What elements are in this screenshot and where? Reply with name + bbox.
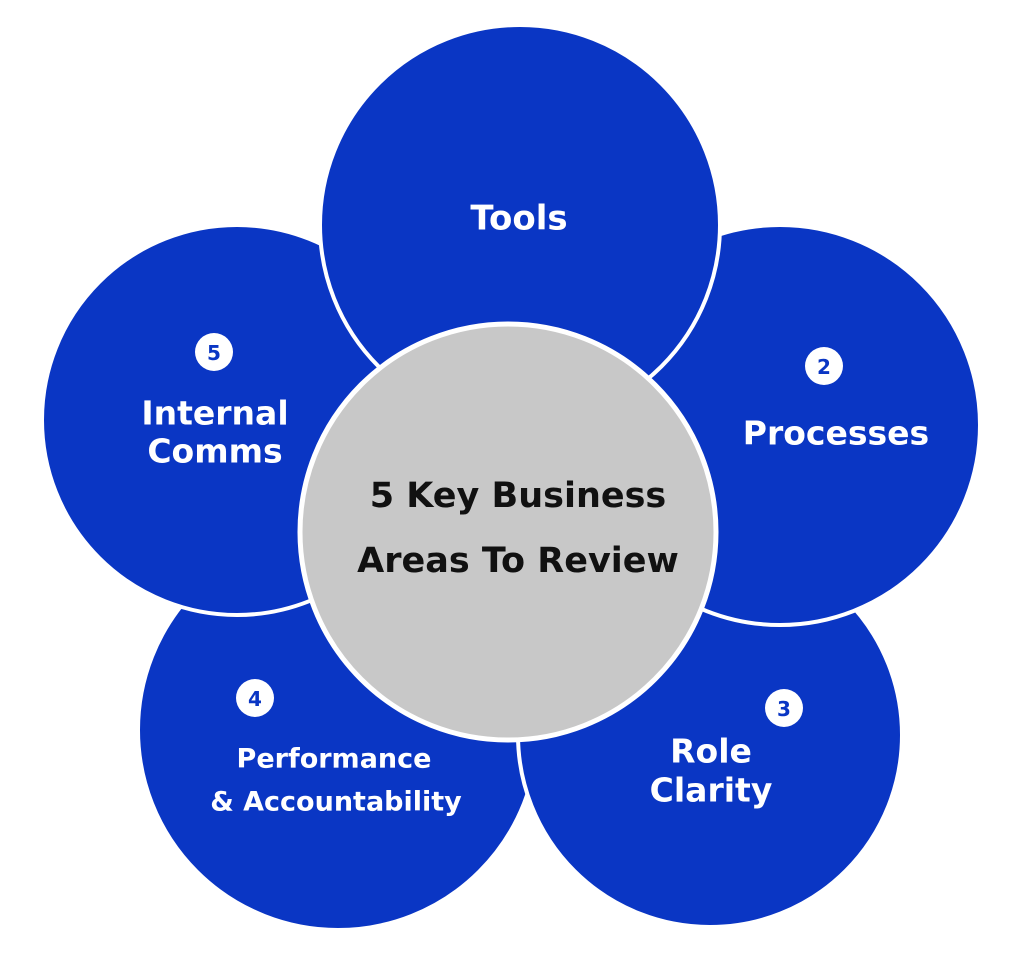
center-circle (297, 321, 719, 743)
badge-circle-processes (805, 347, 843, 385)
center-title-line1: 5 Key Business (370, 476, 667, 516)
badge-internal-comms: 5 (195, 333, 233, 371)
area-label-accountability: & Accountability (210, 787, 462, 818)
area-label-comms: Comms (147, 432, 282, 471)
badge-number-role-clarity: 3 (777, 697, 791, 721)
area-label-tools: Tools (470, 199, 567, 239)
area-label-performance: Performance (237, 744, 432, 775)
badge-circle-internal-comms (195, 333, 233, 371)
area-label-role: Role (670, 732, 752, 771)
badge-processes: 2 (805, 347, 843, 385)
badge-role-clarity: 3 (765, 689, 803, 727)
badge-number-performance: 4 (248, 687, 262, 711)
badge-performance: 4 (236, 679, 274, 717)
area-label-clarity: Clarity (650, 771, 773, 810)
badge-number-processes: 2 (817, 355, 831, 379)
area-label-internal: Internal (141, 394, 288, 433)
badge-circle-role-clarity (765, 689, 803, 727)
badge-circle-performance (236, 679, 274, 717)
badge-number-internal-comms: 5 (207, 341, 221, 365)
center-title-line2: Areas To Review (357, 541, 679, 581)
area-label-processes: Processes (743, 414, 929, 453)
center-hub (297, 321, 719, 743)
